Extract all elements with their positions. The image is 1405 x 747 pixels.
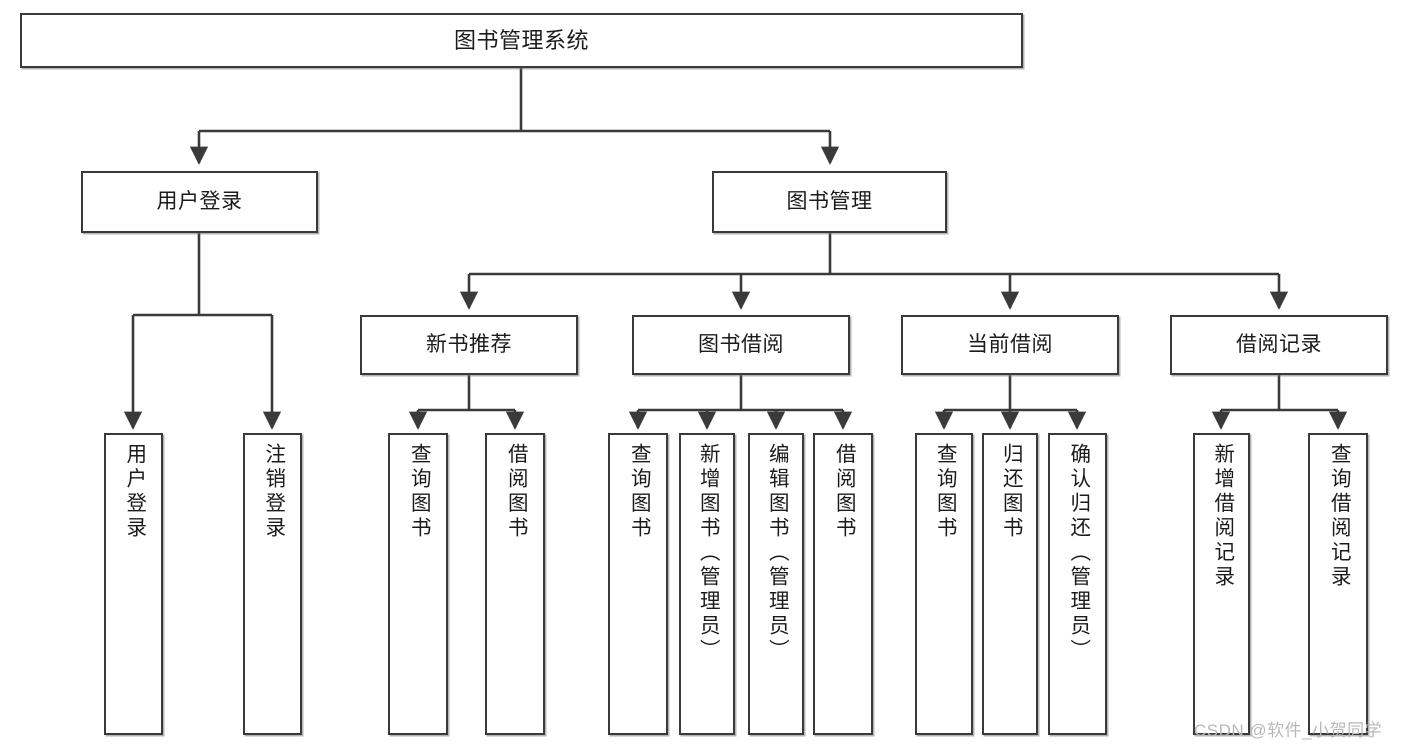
leaf-query-book-borrow[interactable]: 查询图书 <box>608 433 668 735</box>
leaf-add-book-admin-label: 新增图书（管理员） <box>696 443 720 664</box>
leaf-add-borrow-record[interactable]: 新增借阅记录 <box>1193 433 1250 735</box>
leaf-borrow-book[interactable]: 借阅图书 <box>813 433 873 735</box>
node-borrow-records[interactable]: 借阅记录 <box>1170 315 1388 375</box>
leaf-return-book-label: 归还图书 <box>999 443 1023 541</box>
leaf-user-login-label: 用户登录 <box>122 443 146 541</box>
node-book-borrow-label: 图书借阅 <box>698 332 784 356</box>
node-borrow-records-label: 借阅记录 <box>1236 332 1322 356</box>
node-book-management[interactable]: 图书管理 <box>712 171 947 233</box>
leaf-add-book-admin[interactable]: 新增图书（管理员） <box>679 433 735 735</box>
leaf-confirm-return-admin[interactable]: 确认归还（管理员） <box>1048 433 1107 735</box>
leaf-query-borrow-record-label: 查询借阅记录 <box>1327 443 1351 590</box>
leaf-query-book-recommend-label: 查询图书 <box>407 443 431 541</box>
leaf-confirm-return-admin-label: 确认归还（管理员） <box>1066 443 1090 664</box>
node-book-borrow[interactable]: 图书借阅 <box>632 315 850 375</box>
leaf-user-logout[interactable]: 注销登录 <box>243 433 302 735</box>
leaf-query-book-recommend[interactable]: 查询图书 <box>388 433 448 735</box>
leaf-query-book-current[interactable]: 查询图书 <box>915 433 973 735</box>
leaf-query-book-current-label: 查询图书 <box>933 443 957 541</box>
csdn-watermark: CSDN @软件_小贺同学 <box>1194 721 1383 740</box>
leaf-query-borrow-record[interactable]: 查询借阅记录 <box>1308 433 1368 735</box>
node-current-borrow[interactable]: 当前借阅 <box>901 315 1119 375</box>
leaf-add-borrow-record-label: 新增借阅记录 <box>1210 443 1234 590</box>
node-new-book-recommend-label: 新书推荐 <box>426 332 512 356</box>
node-root-label: 图书管理系统 <box>453 27 589 53</box>
node-book-management-label: 图书管理 <box>786 189 873 213</box>
leaf-query-book-borrow-label: 查询图书 <box>627 443 651 541</box>
leaf-user-logout-label: 注销登录 <box>261 443 285 541</box>
leaf-borrow-book-label: 借阅图书 <box>832 443 856 541</box>
node-user-login[interactable]: 用户登录 <box>81 171 318 233</box>
leaf-return-book[interactable]: 归还图书 <box>982 433 1038 735</box>
node-root[interactable]: 图书管理系统 <box>20 13 1023 68</box>
leaf-edit-book-admin[interactable]: 编辑图书（管理员） <box>748 433 804 735</box>
node-current-borrow-label: 当前借阅 <box>967 332 1053 356</box>
node-new-book-recommend[interactable]: 新书推荐 <box>360 315 578 375</box>
node-user-login-label: 用户登录 <box>156 189 243 213</box>
leaf-user-login[interactable]: 用户登录 <box>104 433 163 735</box>
leaf-borrow-book-recommend[interactable]: 借阅图书 <box>485 433 545 735</box>
leaf-edit-book-admin-label: 编辑图书（管理员） <box>765 443 789 664</box>
leaf-borrow-book-recommend-label: 借阅图书 <box>504 443 528 541</box>
